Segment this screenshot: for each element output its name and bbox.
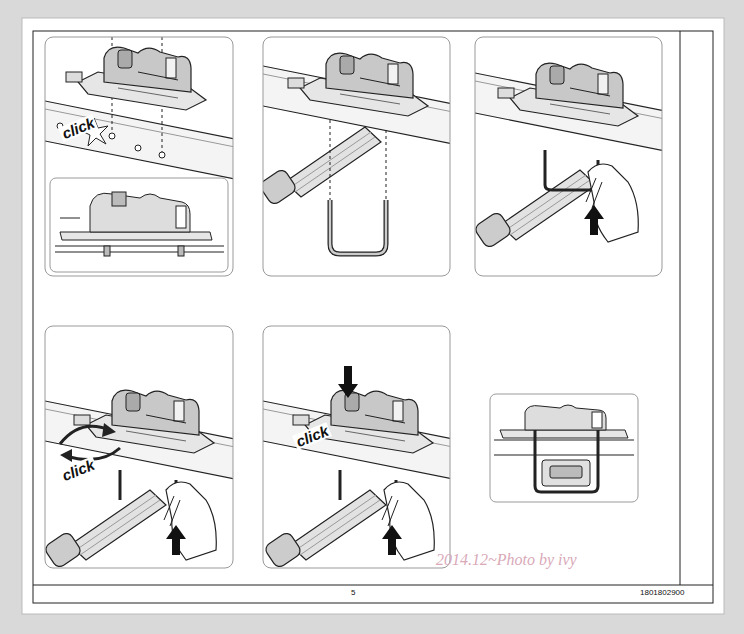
panel-border xyxy=(263,326,450,568)
panel-border xyxy=(475,37,662,276)
step-3 xyxy=(475,63,662,249)
step-4 xyxy=(45,390,233,568)
side-view-inset xyxy=(50,178,228,272)
panel-border xyxy=(45,326,233,568)
page-number: 5 xyxy=(351,589,355,597)
footer-line xyxy=(33,585,713,586)
step-5 xyxy=(263,366,450,568)
result-inset xyxy=(490,394,638,502)
step-2 xyxy=(263,53,450,254)
page-sheet xyxy=(22,18,724,614)
page-frame xyxy=(33,31,713,603)
panel-border xyxy=(45,37,233,276)
step-1 xyxy=(45,37,233,180)
watermark: 2014.12~Photo by ivy xyxy=(436,552,577,568)
margin-line xyxy=(680,31,681,585)
part-number: 1801802900 xyxy=(640,589,685,597)
panel-border xyxy=(263,37,450,276)
